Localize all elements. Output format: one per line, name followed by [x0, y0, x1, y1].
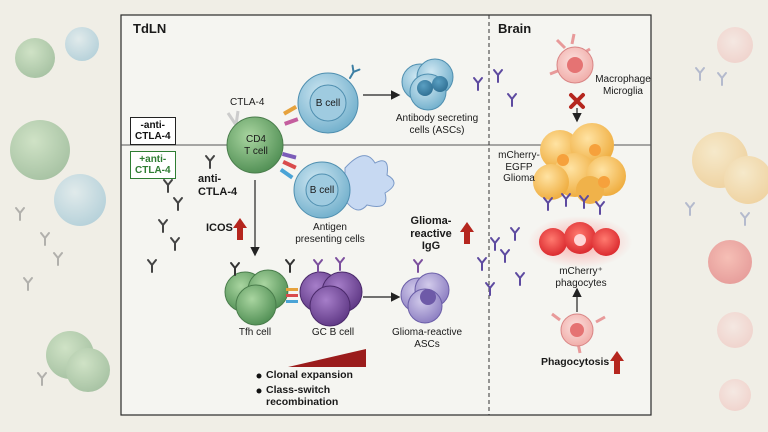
- glioma-reactive-asc: [400, 259, 450, 324]
- clonal-expansion-label: Clonal expansion: [266, 369, 353, 381]
- tfh-cell: [224, 259, 295, 326]
- tfh-label: Tfh cell: [238, 327, 272, 338]
- bullet-1: [256, 373, 262, 379]
- ctla4-label: CTLA-4: [230, 97, 265, 108]
- b-cell-top-label: B cell: [315, 98, 341, 109]
- asc-cells-top: [401, 58, 454, 111]
- brain-title: Brain: [498, 21, 532, 36]
- asc-label: Antibody secreting cells (ASCs): [395, 113, 479, 136]
- blocked-x: [569, 93, 585, 109]
- glioma-asc-label: Glioma-reactive ASCs: [391, 327, 463, 350]
- class-switch-label: Class-switch recombination: [266, 384, 339, 409]
- phagocytes-label: mCherry⁺ phagocytes: [555, 266, 607, 289]
- plus-anti-ctla4-tag: +anti- CTLA-4: [130, 151, 176, 179]
- b-cell-middle: [293, 155, 395, 219]
- cd4-label: CD4 T cell: [244, 134, 268, 157]
- cd4-t-cell: [226, 104, 299, 180]
- phagocytosis-label: Phagocytosis: [541, 356, 610, 368]
- clonal-expansion-wedge: [288, 349, 366, 367]
- background-decoration-left: [10, 27, 110, 392]
- gc-b-cell: [286, 257, 363, 327]
- phagocyte-cell-bottom: [551, 312, 606, 354]
- macrophage-microglia: [549, 33, 594, 84]
- apc-label: Antigen presenting cells: [295, 222, 365, 245]
- gc-b-label: GC B cell: [311, 327, 355, 338]
- background-decoration-right: [685, 27, 768, 411]
- glioma-cluster: [533, 123, 626, 204]
- tdln-title: TdLN: [133, 21, 167, 36]
- icos-up-arrow: [233, 218, 247, 240]
- minus-anti-ctla4-tag: -anti- CTLA-4: [130, 117, 176, 145]
- anti-ctla4-label: anti- CTLA-4: [198, 173, 238, 198]
- b-cell-middle-label: B cell: [309, 185, 335, 196]
- main-frame: [120, 14, 652, 416]
- icos-label: ICOS: [206, 222, 233, 234]
- bullet-2: [256, 388, 262, 394]
- glioma-label: mCherry- EGFP Glioma: [498, 150, 540, 184]
- glioma-igg-label: Glioma- reactive IgG: [410, 215, 452, 253]
- macrophage-label: Macrophage Microglia: [595, 74, 651, 97]
- phagocytosis-up-arrow: [610, 351, 624, 374]
- b-cell-top: [297, 64, 361, 134]
- mcherry-phagocytes: [528, 216, 632, 268]
- igg-up-arrow: [460, 222, 474, 244]
